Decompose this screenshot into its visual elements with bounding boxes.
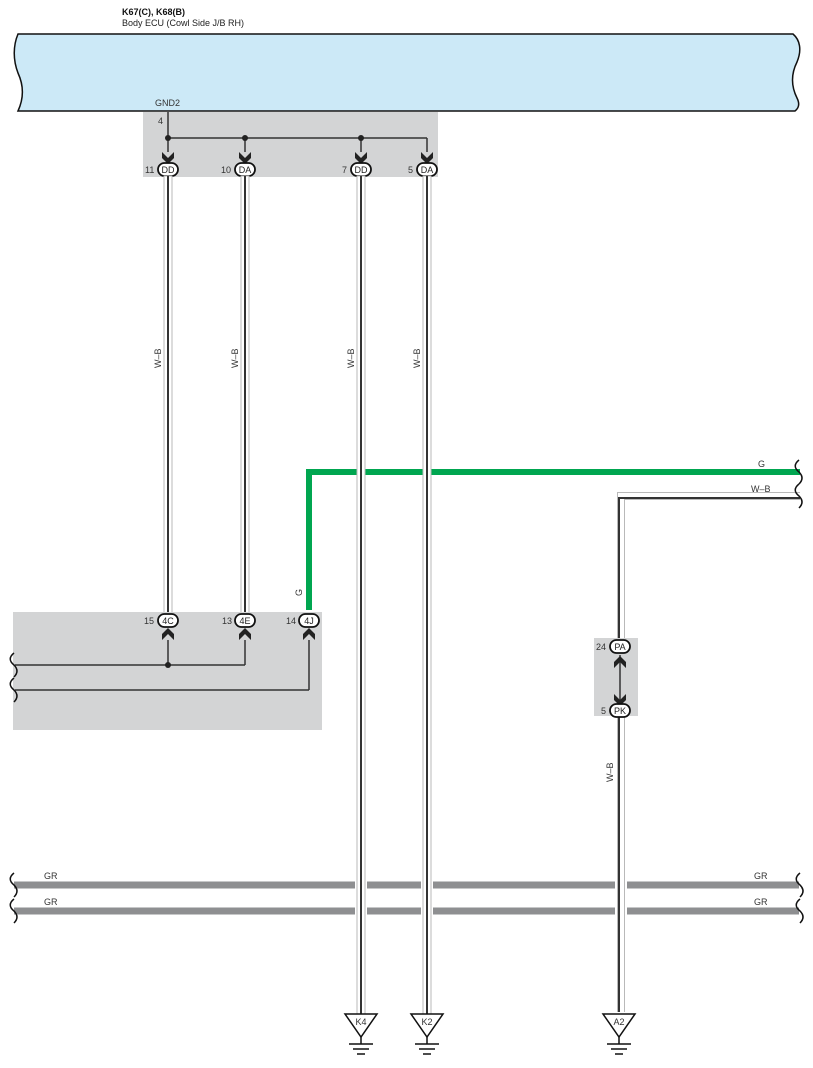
svg-text:K2: K2 [421,1017,432,1027]
junction-splice-dot [165,662,171,668]
svg-text:DA: DA [421,165,434,175]
wb-label-pin11: W–B [153,348,163,368]
junction-arrow-icons [162,628,315,640]
svg-text:5: 5 [408,165,413,175]
gr-bus-2-right-label: GR [754,897,768,907]
svg-text:PK: PK [614,706,626,716]
green-wire[interactable] [306,469,800,610]
wb-wire-pin10[interactable] [240,175,250,614]
gr-bus-1-right-label: GR [754,871,768,881]
gnd2-terminal-label: GND2 [155,98,180,108]
ground-K2-icon[interactable]: K2 [409,1013,445,1055]
gr-bus-2-left-label: GR [44,897,58,907]
wb-right-label-side: W–B [605,762,615,782]
svg-text:13: 13 [222,616,232,626]
inline-arrow-icons [614,656,626,706]
wb-wire-right[interactable] [617,492,800,1012]
wb-label-pin5: W–B [412,348,422,368]
ground-K4-icon[interactable]: K4 [343,1013,379,1055]
wb-label-pin10: W–B [230,348,240,368]
ground-A2-icon[interactable]: A2 [601,1013,637,1055]
junction-connector-15-4C[interactable]: 15 4C [144,613,179,628]
top-connector-5-DA[interactable]: 5 DA [408,162,438,177]
junction-wiring [15,640,310,691]
top-connector-10-DA[interactable]: 10 DA [221,162,256,177]
splice-dots [165,135,364,141]
body-ecu-box [13,33,801,112]
svg-text:A2: A2 [613,1017,624,1027]
wb-wire-pin5[interactable] [422,175,432,1015]
svg-text:4C: 4C [162,616,174,626]
svg-text:PA: PA [614,642,625,652]
wb-right-label-top: W–B [751,484,771,494]
svg-text:4E: 4E [239,616,250,626]
svg-text:5: 5 [601,706,606,716]
wb-wire-pin7[interactable] [356,175,366,1015]
svg-text:7: 7 [342,165,347,175]
junction-connector-13-4E[interactable]: 13 4E [222,613,256,628]
top-connector-7-DD[interactable]: 7 DD [342,162,372,177]
top-connector-shade [143,112,438,177]
svg-text:11: 11 [145,165,154,175]
connector-ids-title: K67(C), K68(B) [122,7,185,17]
green-wire-label-vertical: G [294,589,304,596]
wb-wire-pin11[interactable] [163,175,173,614]
svg-text:10: 10 [221,165,231,175]
inline-connector-5-PK[interactable]: 5 PK [601,703,631,718]
svg-text:14: 14 [286,616,296,626]
svg-text:15: 15 [144,616,154,626]
svg-text:24: 24 [596,642,606,652]
junction-break-marks-left [9,652,18,703]
svg-text:DD: DD [162,165,175,175]
wb-label-pin7: W–B [346,348,356,368]
svg-text:K4: K4 [355,1017,366,1027]
gr-bus-break-marks [9,872,804,924]
component-name-title: Body ECU (Cowl Side J/B RH) [122,18,244,28]
inline-connector-24-PA[interactable]: 24 PA [596,639,631,654]
svg-text:DA: DA [239,165,252,175]
top-connector-11-DD[interactable]: 11 DD [145,162,179,177]
connector-arrow-icons [162,152,433,164]
svg-text:DD: DD [355,165,368,175]
green-wire-label-right: G [758,459,765,469]
wire-break-marks-right [794,459,803,509]
gr-bus-1-left-label: GR [44,871,58,881]
svg-text:4J: 4J [304,616,314,626]
junction-connector-14-4J[interactable]: 14 4J [286,613,320,628]
gnd2-pin-number: 4 [158,116,163,126]
